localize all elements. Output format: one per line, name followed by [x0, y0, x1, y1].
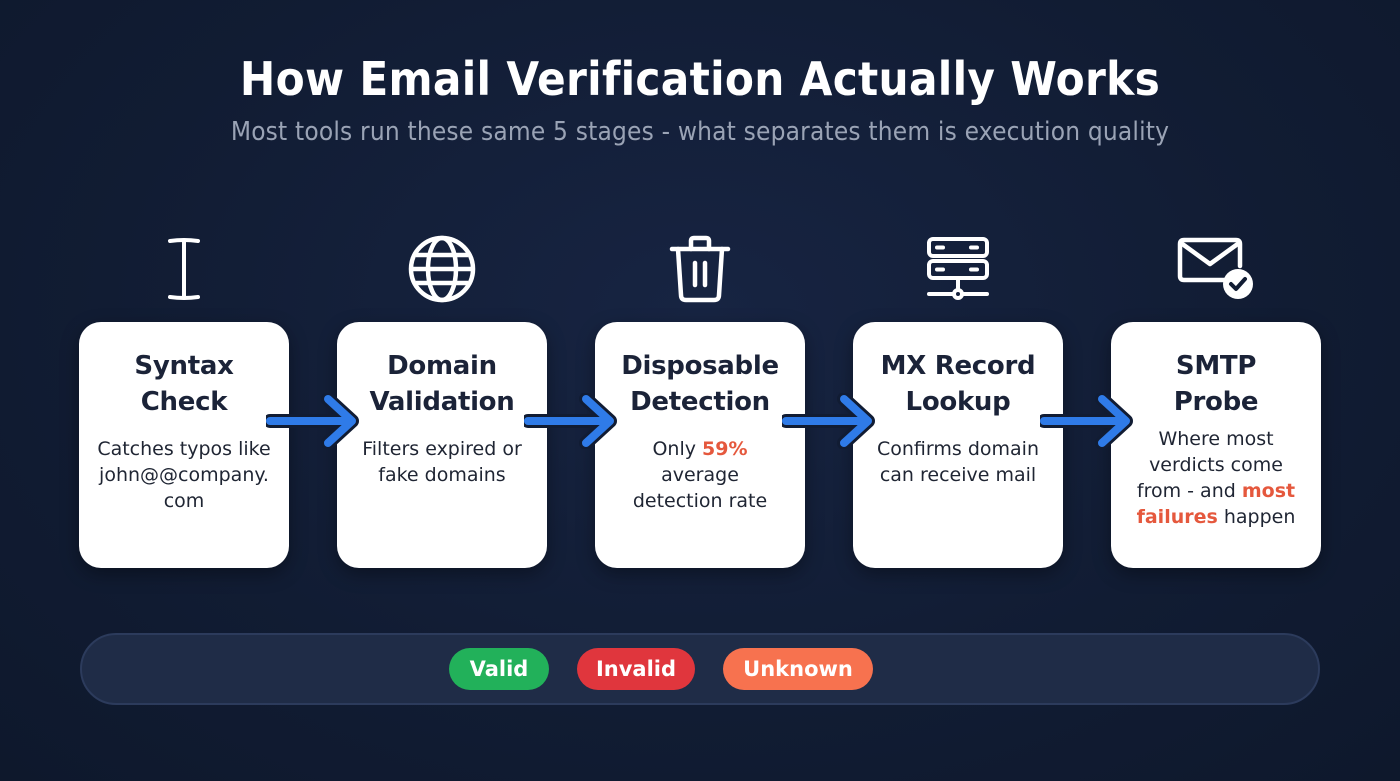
failures-highlight: most failures: [1136, 480, 1296, 528]
stage-description: Only 59% average detection rate: [632, 438, 768, 512]
verdict-legend: Valid Invalid Unknown: [80, 633, 1320, 705]
detection-rate-highlight: 59%: [702, 438, 748, 460]
arrow-right-icon: [266, 393, 359, 449]
mail-check-icon: [1176, 234, 1256, 304]
stage-card-syntax-check: Syntax Check Catches typos like john@@co…: [79, 322, 289, 568]
stage-title: Disposable Detection: [621, 351, 779, 417]
globe-icon: [402, 234, 482, 304]
stage-card-smtp-probe: SMTP Probe Where most verdicts come from…: [1111, 322, 1321, 568]
stage-title: Domain Validation: [369, 351, 515, 417]
valid-badge: Valid: [449, 648, 549, 690]
server-network-icon: [918, 234, 998, 304]
unknown-badge: Unknown: [723, 648, 873, 690]
stage-title: MX Record Lookup: [880, 351, 1036, 417]
page-title: How Email Verification Actually Works: [239, 52, 1161, 106]
stage-title: SMTP Probe: [1173, 351, 1259, 417]
stage-card-mx-record-lookup: MX Record Lookup Confirms domain can rec…: [853, 322, 1063, 568]
stage-description: Filters expired or fake domains: [362, 438, 522, 486]
arrow-right-icon: [782, 393, 875, 449]
text-cursor-icon: [144, 234, 224, 304]
stage-card-disposable-detection: Disposable Detection Only 59% average de…: [595, 322, 805, 568]
stage-card-domain-validation: Domain Validation Filters expired or fak…: [337, 322, 547, 568]
arrow-right-icon: [524, 393, 617, 449]
stage-title: Syntax Check: [134, 351, 234, 417]
invalid-badge: Invalid: [577, 648, 695, 690]
trash-icon: [660, 234, 740, 304]
stage-description: Where most verdicts come from - and most…: [1136, 428, 1296, 528]
arrow-right-icon: [1040, 393, 1133, 449]
stage-description: Confirms domain can receive mail: [877, 438, 1039, 486]
stage-description: Catches typos like john@@company. com: [97, 438, 271, 512]
page-subtitle: Most tools run these same 5 stages - wha…: [230, 117, 1170, 147]
